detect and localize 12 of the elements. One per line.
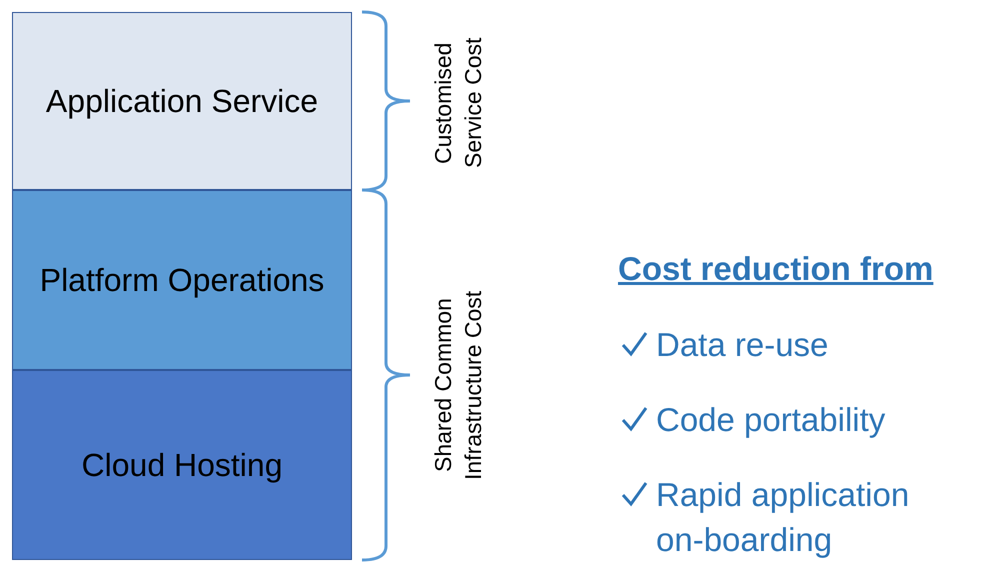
stack-layer-box [12, 370, 352, 560]
brace-label: Customised Service Cost [429, 36, 487, 170]
layer-label: Application Service [46, 82, 318, 121]
stack-layer-box [12, 190, 352, 370]
list-item: Code portability [656, 400, 886, 440]
list-item: Data re-use [656, 325, 830, 365]
layer-label: Platform Operations [40, 261, 324, 300]
layer-label: Cloud Hosting [82, 446, 282, 485]
stack-layer-box [12, 12, 352, 190]
heading: Cost reduction from [618, 249, 934, 289]
brace-label: Shared Common Infrastructure Cost [429, 289, 487, 482]
list-item: Rapid application on-boarding [656, 475, 910, 560]
